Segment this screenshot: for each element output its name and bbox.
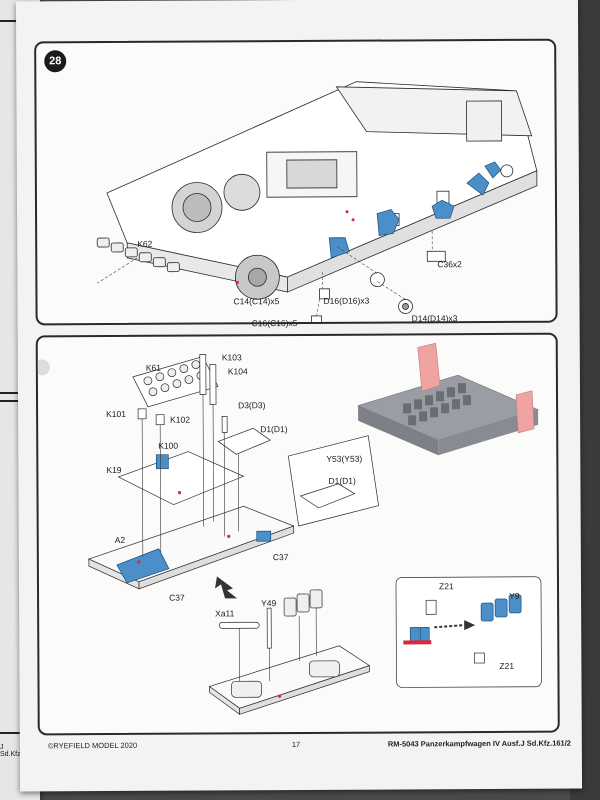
step-panel-top: 28 xyxy=(34,38,558,329)
label-k100: K100 xyxy=(158,440,179,451)
sprocket-hub xyxy=(247,267,267,287)
gear-housing xyxy=(223,173,261,211)
render-pink-plate xyxy=(417,342,441,392)
blue-suspension-part xyxy=(431,199,455,219)
blue-suspension-part xyxy=(484,161,502,179)
label-z21-top: Z21 xyxy=(438,581,454,592)
footer-copyright: ©RYEFIELD MODEL 2020 xyxy=(47,740,138,751)
label-d14: D14(D14)x3 xyxy=(411,313,458,324)
label-y9: Y9 xyxy=(509,590,520,601)
glue-points-red xyxy=(235,210,355,284)
part-d1 xyxy=(217,427,271,455)
instruction-page: 28 xyxy=(15,0,583,792)
footer-model-name: RM-5043 Panzerkampfwagen IV Ausf.J Sd.Kf… xyxy=(387,738,571,749)
transmission-hub xyxy=(182,193,212,222)
label-xa11: Xa11 xyxy=(215,608,235,619)
label-z21-bottom: Z21 xyxy=(499,660,515,671)
part-d3 xyxy=(221,416,228,433)
label-a2: A2 xyxy=(114,534,126,545)
highlighted-parts-blue xyxy=(116,454,522,642)
label-y49: Y49 xyxy=(261,598,277,609)
part-k103 xyxy=(199,354,207,395)
label-c37-left: C37 xyxy=(169,592,185,603)
render-pink-plate xyxy=(515,390,535,434)
label-c14: C14(C14)x5 xyxy=(233,296,280,307)
floor-assembly-drawing xyxy=(37,342,542,716)
panel-indicator xyxy=(37,359,50,376)
label-k103: K103 xyxy=(221,352,242,363)
footer-page-number: 17 xyxy=(291,739,301,750)
engine-block xyxy=(286,159,338,189)
part-k100 xyxy=(155,454,169,470)
part-d16 xyxy=(369,272,385,287)
part-k102 xyxy=(155,414,165,426)
part-c36 xyxy=(426,250,446,262)
ammo-boxes xyxy=(283,589,323,617)
label-k102: K102 xyxy=(170,414,191,425)
label-k101: K101 xyxy=(106,408,126,420)
part-d1-inset xyxy=(299,483,356,509)
label-d3: D3(D3) xyxy=(238,400,266,411)
part-k104 xyxy=(209,364,217,405)
part-z21-bottom xyxy=(474,652,485,664)
highlighted-parts-blue xyxy=(328,161,502,259)
label-c16: C16(C16)x5 xyxy=(251,318,298,329)
glue-points-red xyxy=(137,491,432,698)
step-panel-bottom: K61 K103 K104 K101 K102 D3(D3) K100 D1(D… xyxy=(35,332,560,736)
part-c16 xyxy=(311,315,323,324)
label-k62: K62 xyxy=(137,238,153,249)
label-y53: Y53(Y53) xyxy=(326,453,363,464)
part-xa11 xyxy=(218,621,260,629)
part-y49 xyxy=(266,607,272,649)
part-a2 xyxy=(116,548,170,584)
assembly-guide-lines xyxy=(141,394,317,682)
idler-mount xyxy=(500,164,514,178)
blue-suspension-part xyxy=(376,209,400,236)
label-k104: K104 xyxy=(227,366,248,377)
label-k61: K61 xyxy=(145,362,162,373)
label-d16: D16(D16)x3 xyxy=(323,295,370,306)
detail-inset xyxy=(287,435,379,527)
assembly-arrow xyxy=(215,576,476,631)
hull-rear-deck xyxy=(335,86,533,137)
part-z21-top xyxy=(425,599,437,615)
label-c36: C36x2 xyxy=(437,259,462,270)
assembly-guide-lines xyxy=(97,231,433,316)
part-k101 xyxy=(137,408,147,420)
label-c37-right: C37 xyxy=(272,552,289,563)
part-c37-right xyxy=(256,530,272,542)
rear-plate xyxy=(466,100,503,142)
label-k19: K19 xyxy=(106,464,122,476)
hull-assembly-drawing xyxy=(96,81,538,324)
part-c14 xyxy=(319,288,330,300)
blue-suspension-part xyxy=(466,172,490,196)
label-d1-inset: D1(D1) xyxy=(328,475,356,486)
part-y9 xyxy=(480,594,522,622)
label-d1: D1(D1) xyxy=(260,424,288,435)
render-preview xyxy=(357,342,539,456)
ammo-rack-k62 xyxy=(96,237,180,273)
